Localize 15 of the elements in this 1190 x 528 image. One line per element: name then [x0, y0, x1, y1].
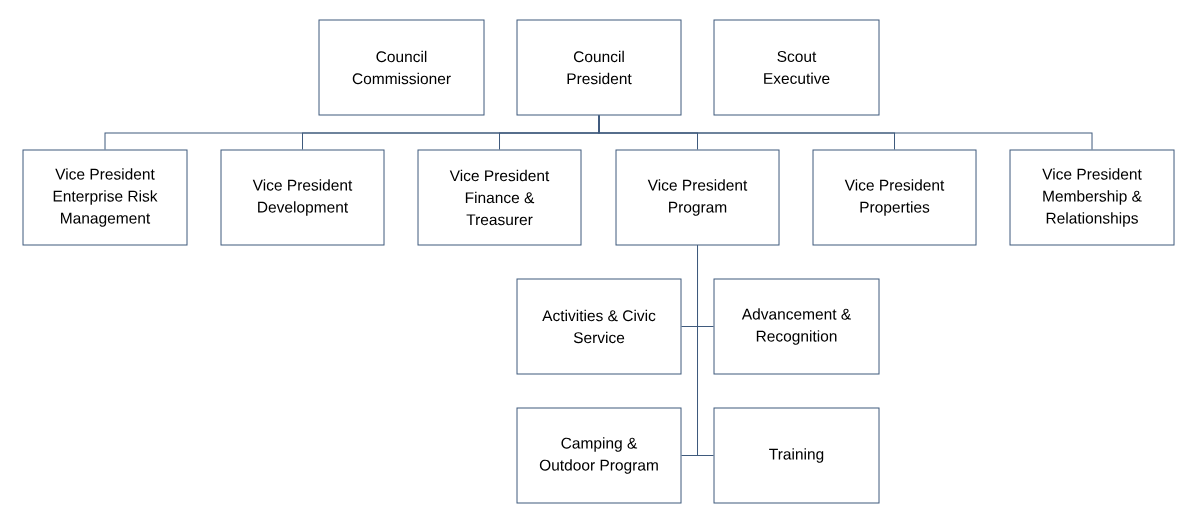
- org-box: Council President: [516, 19, 682, 116]
- connector-line: [598, 115, 1093, 150]
- org-box: Camping & Outdoor Program: [516, 407, 682, 504]
- org-box: Advancement & Recognition: [713, 278, 880, 375]
- org-box: Council Commissioner: [318, 19, 485, 116]
- org-box: Vice President Finance & Treasurer: [417, 149, 582, 246]
- org-box: Training: [713, 407, 880, 504]
- org-box: Vice President Enterprise Risk Management: [22, 149, 188, 246]
- org-box: Vice President Program: [615, 149, 780, 246]
- org-box: Vice President Membership & Relationships: [1009, 149, 1175, 246]
- connector-line: [697, 245, 714, 456]
- org-box: Scout Executive: [713, 19, 880, 116]
- org-box: Activities & Civic Service: [516, 278, 682, 375]
- org-box: Vice President Properties: [812, 149, 977, 246]
- org-box: Vice President Development: [220, 149, 385, 246]
